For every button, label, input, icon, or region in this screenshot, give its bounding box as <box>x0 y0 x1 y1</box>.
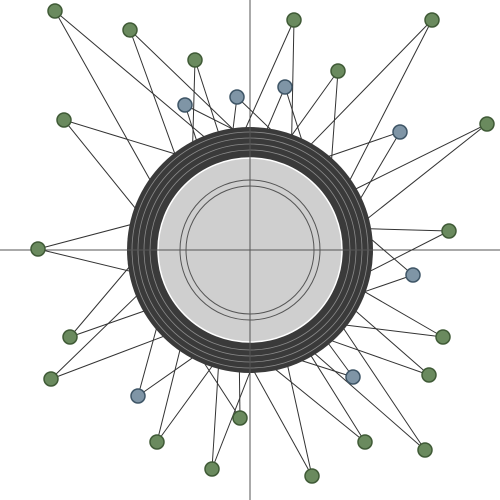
spoke-line <box>370 228 450 232</box>
node-green <box>232 410 248 426</box>
spoke-line <box>343 328 426 451</box>
spokes <box>37 10 488 477</box>
spoke-line <box>360 131 401 199</box>
node-green <box>286 12 302 28</box>
spoke-line <box>355 310 430 376</box>
node-green <box>441 223 457 239</box>
node-green <box>56 112 72 128</box>
spoke-line <box>156 365 213 443</box>
node-green <box>149 434 165 450</box>
spoke-line <box>369 230 450 272</box>
nodes <box>30 3 495 484</box>
spoke-line <box>328 131 401 157</box>
spoke-line <box>355 123 488 190</box>
spoke-line <box>50 335 164 380</box>
node-blue <box>229 89 245 105</box>
spoke-line <box>211 371 251 470</box>
spoke-line <box>287 365 313 477</box>
spoke-line <box>54 10 151 181</box>
node-blue <box>345 369 361 385</box>
node-green <box>421 367 437 383</box>
spoke-line <box>211 367 219 470</box>
spoke-line <box>137 328 157 397</box>
node-green <box>204 461 220 477</box>
node-green <box>30 241 46 257</box>
spoke-line <box>275 368 366 443</box>
node-green <box>479 116 495 132</box>
node-green <box>62 329 78 345</box>
spoke-line <box>50 295 138 380</box>
hub <box>127 127 373 373</box>
node-blue <box>405 267 421 283</box>
spoke-line <box>367 123 488 219</box>
spoke-line <box>314 353 426 451</box>
spoke-line <box>331 340 430 376</box>
spoke-line <box>331 70 339 160</box>
spoke-line <box>364 274 414 293</box>
spoke-line <box>310 355 366 443</box>
spoke-line <box>349 19 433 181</box>
spoke-line <box>245 19 295 129</box>
spoke-line <box>371 239 414 276</box>
node-blue <box>277 79 293 95</box>
node-blue <box>392 124 408 140</box>
node-green <box>47 3 63 19</box>
spoke-line <box>137 357 193 397</box>
spoke-line <box>253 371 313 477</box>
spoke-line <box>156 349 181 443</box>
spoke-line <box>54 10 205 138</box>
spoke-line <box>310 19 433 145</box>
spoke-line <box>129 29 234 130</box>
spoke-line <box>238 371 241 419</box>
spoke-line <box>364 291 444 338</box>
node-green <box>330 63 346 79</box>
spoke-line <box>37 248 131 272</box>
node-green <box>43 371 59 387</box>
spoke-line <box>63 119 176 155</box>
spoke-line <box>129 29 176 155</box>
node-green <box>304 468 320 484</box>
spoke-line <box>291 70 339 136</box>
spoke-line <box>63 119 136 209</box>
node-green <box>435 329 451 345</box>
spoke-line <box>291 19 295 136</box>
spoke-line <box>346 324 444 338</box>
spoke-line <box>203 362 241 419</box>
spoke-line <box>184 104 234 130</box>
node-green <box>122 22 138 38</box>
spoke-line <box>69 266 130 338</box>
spoke-line <box>37 224 131 250</box>
node-blue <box>177 97 193 113</box>
node-green <box>357 434 373 450</box>
node-green <box>417 442 433 458</box>
spoke-line <box>301 360 354 378</box>
node-green <box>187 52 203 68</box>
node-blue <box>130 388 146 404</box>
spoke-line <box>284 86 303 140</box>
spoke-line <box>236 96 272 131</box>
node-green <box>424 12 440 28</box>
